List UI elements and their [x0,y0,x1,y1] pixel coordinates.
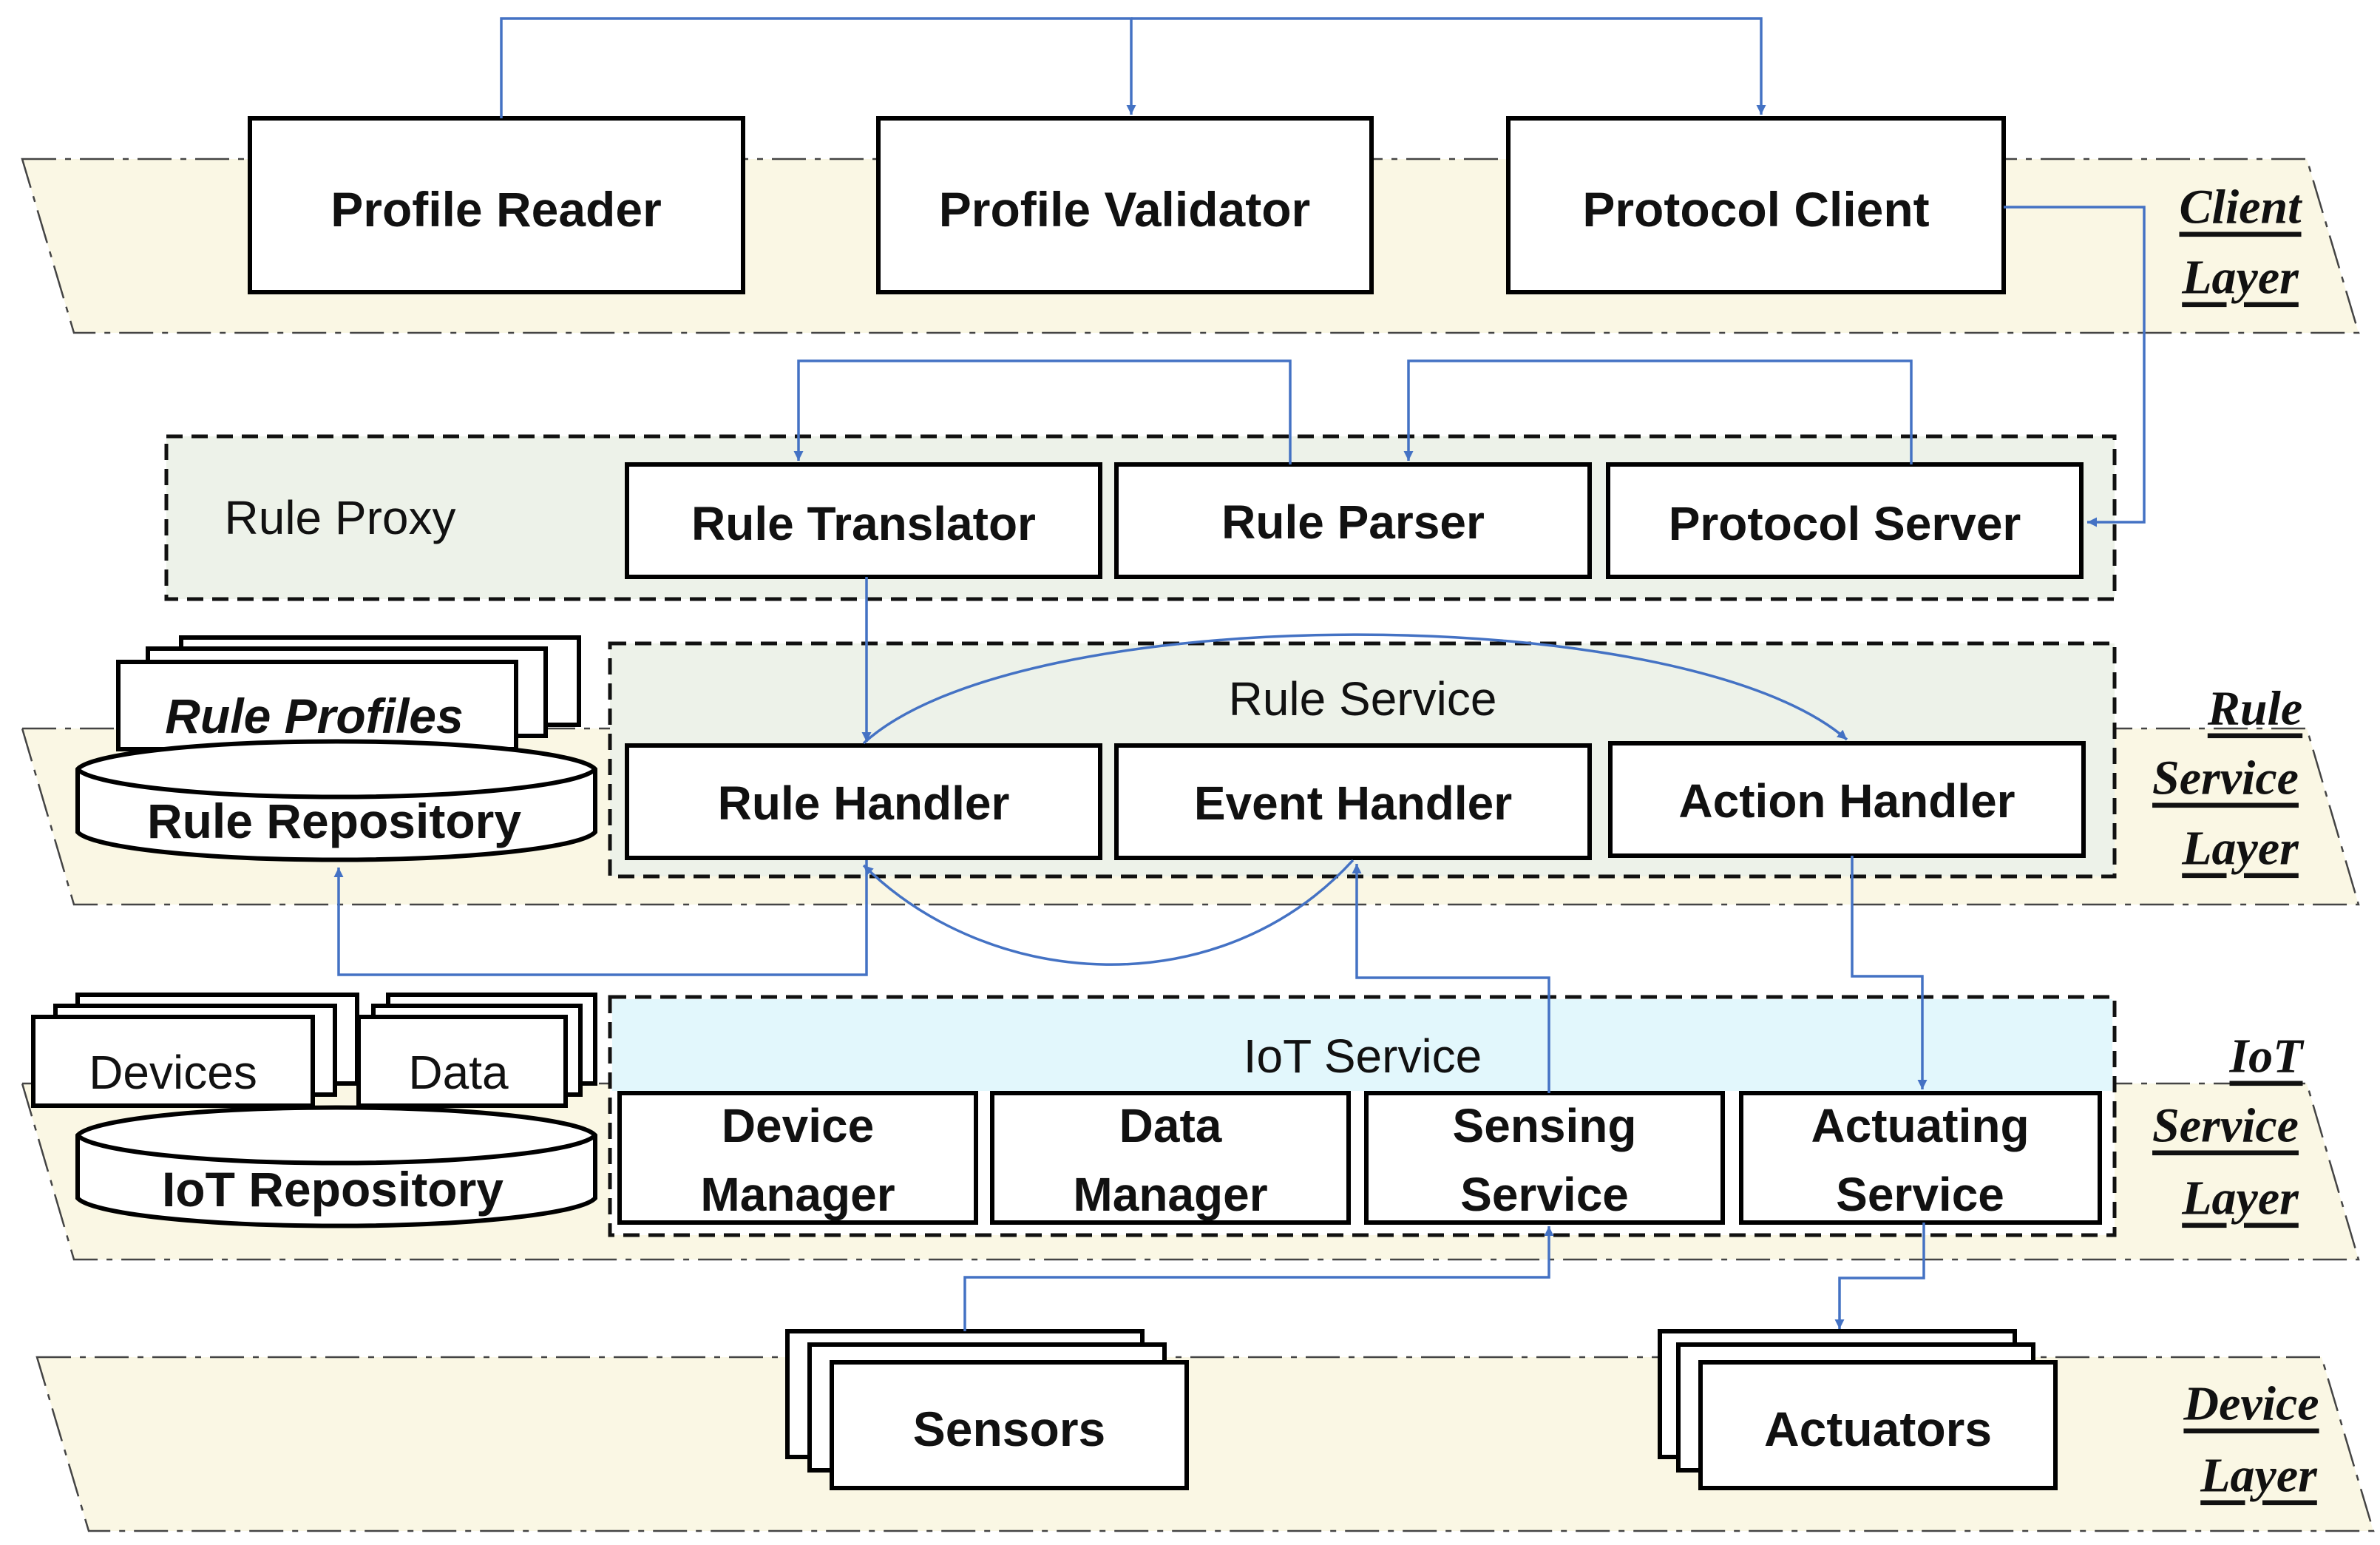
actuating-service-label: Actuating [1811,1099,2029,1152]
sensing-service-label: Sensing [1453,1099,1637,1152]
rule-service-layer-label-3: Layer [2181,822,2299,876]
rule-service-layer-label-2: Service [2152,751,2299,805]
iot-repository-cylinder [75,1105,597,1228]
device-manager-box [617,1091,978,1225]
rule-repository-cylinder [75,739,597,862]
rule-handler-label: Rule Handler [718,777,1010,830]
data-manager-label: Data [1119,1099,1222,1152]
rule-parser-box [1114,462,1592,579]
rule-profiles-label: Rule Profiles [165,689,463,743]
connector-action-to-actuating [1851,856,1928,1089]
device-manager-label: Device [722,1099,874,1152]
iot-service-container-border [608,995,2117,1237]
rule-proxy-title: Rule Proxy [225,491,456,544]
sensing-service-label-2: Service [1460,1168,1629,1221]
event-handler-box [1114,743,1592,860]
profile-reader-box [248,116,745,294]
event-handler-label: Event Handler [1194,777,1512,830]
profile-validator-box [876,116,1374,294]
data-manager-box [990,1091,1351,1225]
action-handler-label: Action Handler [1678,774,2015,828]
actuating-service-box [1739,1091,2102,1225]
devices-label: Devices [89,1046,257,1099]
action-handler-box [1608,741,2086,858]
device-layer-label: Device [2183,1377,2319,1431]
rule-repository-cylinder-top [75,767,597,799]
sensors-stack [830,1360,1189,1490]
iot-service-header [612,999,2112,1091]
connector-handler-to-repository [333,860,868,976]
connector-parser-to-translator [793,359,1292,464]
data-manager-label-2: Manager [1073,1168,1267,1221]
rule-handler-box [625,743,1102,860]
connectors [333,17,2146,1331]
iot-service-layer-label: IoT [2229,1030,2305,1083]
device-layer-label-2: Layer [2200,1449,2318,1503]
actuating-service-label-2: Service [1836,1168,2004,1221]
connector-reader-to-client [1131,17,1766,115]
connector-rule-to-action-arc [862,633,1848,745]
rule-translator-label: Rule Translator [691,497,1036,550]
data-label: Data [408,1046,509,1099]
connector-client-to-server [2004,206,2146,527]
rule-service-layer-label: Rule [2207,682,2302,736]
iot-service-layer-label-3: Layer [2181,1172,2299,1225]
connector-sensors-to-sensing [963,1226,1554,1331]
connector-actuating-to-actuators [1834,1223,1925,1329]
sensing-service-box [1364,1091,1725,1225]
protocol-server-box [1606,462,2084,579]
client-layer-label: Client [2179,180,2302,234]
iot-repository-label: IoT Repository [162,1162,504,1217]
protocol-server-label: Protocol Server [1669,497,2021,550]
protocol-client-box [1506,116,2006,294]
device-manager-label-2: Manager [700,1168,895,1221]
profile-reader-label: Profile Reader [330,182,662,237]
profile-validator-label: Profile Validator [939,182,1310,237]
actuators-label: Actuators [1764,1402,1992,1456]
connector-reader-to-validator [500,17,1136,118]
rule-parser-label: Rule Parser [1221,496,1485,549]
devices-stack [31,1015,315,1108]
connector-event-to-rule-arc [862,859,1355,966]
protocol-client-label: Protocol Client [1582,182,1929,237]
client-layer-label-2: Layer [2181,251,2299,305]
iot-repository-cylinder-top [75,1133,597,1166]
rule-translator-box [625,462,1102,579]
iot-service-layer-label-2: Service [2152,1099,2299,1153]
actuators-stack [1698,1360,2058,1490]
rule-service-title: Rule Service [1229,672,1497,726]
data-stack [356,1015,568,1108]
iot-service-title: IoT Service [1244,1030,1482,1083]
sensors-label: Sensors [913,1402,1105,1456]
connector-sensing-to-event [1352,864,1550,1093]
connector-server-to-parser [1403,359,1913,464]
rule-repository-label: Rule Repository [147,794,521,848]
